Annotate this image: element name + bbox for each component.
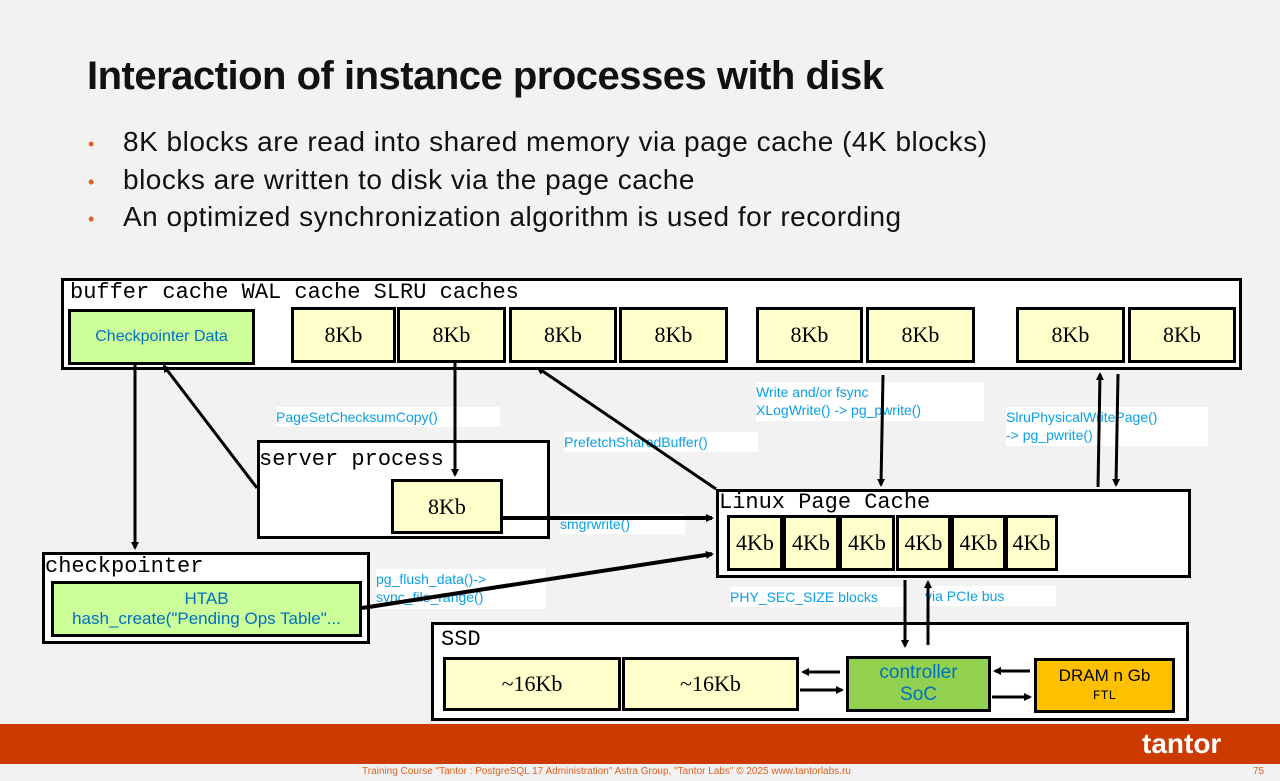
ssd-block: ~16Kb (622, 657, 799, 711)
footer-text: Training Course "Tantor : PostgreSQL 17 … (362, 766, 851, 777)
server-block: 8Kb (391, 479, 503, 534)
tantor-logo: tantor (1142, 728, 1222, 759)
label-phy: PHY_SEC_SIZE blocks (730, 587, 905, 607)
arrow-checkpointer-up (162, 364, 259, 489)
arrow-flush (361, 550, 714, 610)
page-block: 4Kb (727, 515, 783, 571)
page-block: 4Kb (783, 515, 839, 571)
buffer-block: 8Kb (756, 307, 863, 363)
buffer-block: 8Kb (619, 307, 728, 363)
controller-soc: controller SoC (846, 656, 991, 712)
buffer-block: 8Kb (866, 307, 975, 363)
page-block: 4Kb (951, 515, 1006, 571)
server-process-label: server process (259, 447, 444, 472)
label-prefetch: PrefetchSharedBuffer() (564, 432, 758, 452)
arrow-wal-write (877, 374, 886, 487)
buffer-block: 8Kb (291, 307, 396, 363)
page-block: 4Kb (896, 515, 951, 571)
arrow-slru-down (1112, 373, 1121, 487)
linux-page-cache-label: Linux Page Cache (719, 490, 931, 515)
buffer-block: 8Kb (509, 307, 617, 363)
page-title: Interaction of instance processes with d… (87, 54, 884, 98)
page-number: 75 (1253, 766, 1265, 777)
page-block: 4Kb (839, 515, 895, 571)
label-pcie: via PCIe bus (925, 586, 1056, 606)
arrow-slru-up (1095, 372, 1104, 488)
label-checksum: PageSetChecksumCopy() (276, 407, 500, 427)
checkpointer-label: checkpointer (45, 554, 204, 579)
arrow-prefetch (536, 366, 717, 491)
buffer-cache-label: buffer cache WAL cache SLRU caches (70, 280, 519, 305)
buffer-block: 8Kb (1016, 307, 1125, 363)
page-block: 4Kb (1005, 515, 1058, 571)
ssd-block: ~16Kb (443, 657, 621, 711)
checkpointer-data: Checkpointer Data (68, 309, 255, 365)
ssd-label: SSD (441, 627, 481, 652)
label-slru: SlruPhysicalWritePage()-> pg_pwrite() (1006, 407, 1208, 446)
footer-bar (0, 724, 1280, 764)
buffer-block: 8Kb (397, 307, 506, 363)
buffer-block: 8Kb (1128, 307, 1236, 363)
